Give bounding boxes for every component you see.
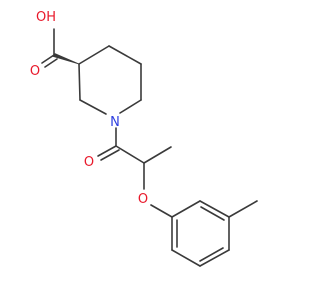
- bond-cooh-o-double-b: [44, 58, 58, 68]
- bond-ar5-ar6: [171, 249, 201, 267]
- atom-label-oh: OH: [36, 10, 56, 25]
- atom-label-amide-o: O: [84, 155, 94, 170]
- bond-ar1-ar2: [171, 200, 201, 218]
- bond-ch-methyl: [143, 146, 172, 164]
- bond-ar-inner-a: [200, 206, 225, 221]
- bond-c2-c3: [78, 63, 81, 101]
- atom-labels: OH O N O O: [30, 10, 148, 207]
- bonds: [41, 28, 258, 267]
- molecule-diagram: OH O N O O: [30, 10, 258, 267]
- bond-ar2-ar3: [199, 200, 230, 218]
- bond-c4-c5: [108, 45, 142, 65]
- bond-n-c2: [79, 99, 107, 115]
- bond-amide-c-ch: [115, 145, 145, 164]
- bond-c6-n: [119, 99, 142, 114]
- bond-aryl-methyl: [228, 200, 258, 218]
- atom-label-n: N: [110, 115, 120, 130]
- atom-label-ether-o: O: [138, 192, 148, 207]
- bond-amide-o-double-b: [100, 149, 120, 161]
- atom-label-carboxyl-o: O: [30, 64, 40, 79]
- bond-ether-o-aryl: [150, 204, 173, 218]
- bond-cooh-o-double-a: [41, 54, 55, 64]
- bond-c3-c4: [78, 45, 110, 65]
- bond-ar-inner-b: [199, 247, 224, 262]
- bond-amide-o-double-a: [97, 145, 117, 157]
- bond-ar4-ar5: [199, 249, 230, 267]
